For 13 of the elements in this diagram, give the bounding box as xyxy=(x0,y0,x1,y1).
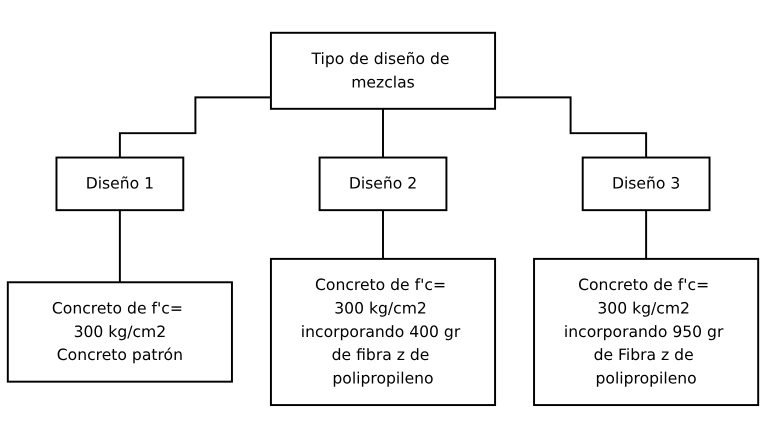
connector xyxy=(118,96,271,158)
node-box: Tipo de diseño de mezclas xyxy=(270,31,496,110)
node-box: Diseño 2 xyxy=(318,156,448,211)
connector xyxy=(382,208,384,260)
connector xyxy=(645,208,648,260)
connector xyxy=(382,107,384,158)
connector xyxy=(495,96,648,158)
node-box: Concreto de f'c= 300 kg/cm2 incorporando 950 gr de Fibra z de polipropileno xyxy=(533,257,760,406)
connector xyxy=(118,208,121,283)
node-box: Concreto de f'c= 300 kg/cm2 incorporando 400 gr de fibra z de polipropileno xyxy=(270,257,496,406)
node-box: Diseño 3 xyxy=(582,156,710,211)
node-box: Concreto de f'c= 300 kg/cm2 Concreto patrón xyxy=(6,280,233,382)
node-box: Diseño 1 xyxy=(56,156,184,211)
